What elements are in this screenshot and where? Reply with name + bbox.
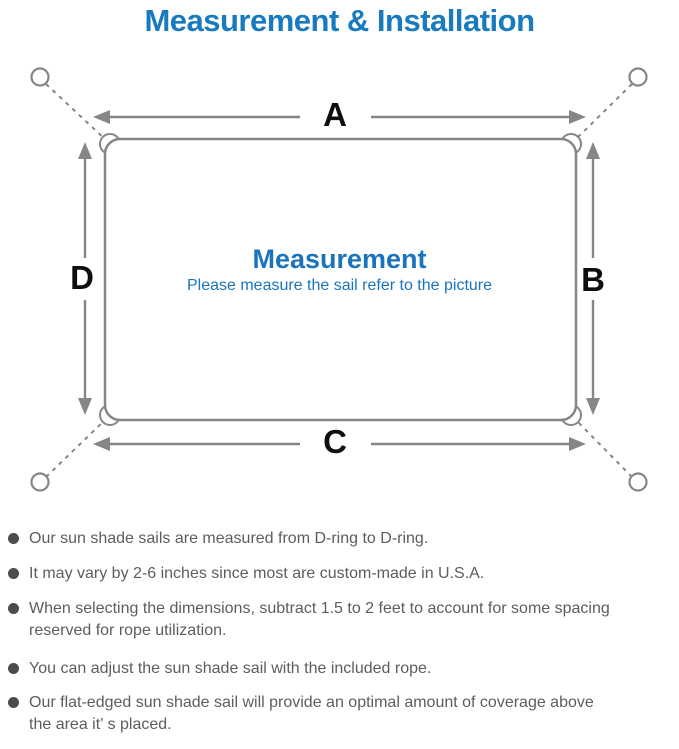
shade-sail-outline: [103, 137, 578, 422]
bullet-dot-icon: [8, 697, 19, 708]
arrowhead-b-top-icon: [586, 142, 600, 159]
list-item: Our sun shade sails are measured from D-…: [8, 528, 674, 550]
note-text: Our flat-edged sun shade sail will provi…: [29, 694, 594, 733]
dimension-label-b: B: [581, 261, 605, 298]
arrowhead-d-top-icon: [78, 142, 92, 159]
list-item: You can adjust the sun shade sail with t…: [8, 658, 674, 680]
note-text: When selecting the dimensions, subtract …: [29, 600, 610, 639]
note-text: Our sun shade sails are measured from D-…: [29, 530, 429, 547]
dimension-arrow-a: [93, 110, 586, 124]
note-text: You can adjust the sun shade sail with t…: [29, 660, 432, 677]
list-item: Our flat-edged sun shade sail will provi…: [8, 692, 674, 736]
page-title: Measurement & Installation: [144, 3, 535, 38]
bullet-dot-icon: [8, 663, 19, 674]
arrowhead-a-left-icon: [93, 110, 110, 124]
diagram-center-title: Measurement: [252, 244, 427, 274]
arrowhead-c-right-icon: [569, 437, 586, 451]
diagram-canvas: [30, 67, 648, 492]
rope-top-right: [573, 83, 633, 142]
dimension-label-d: D: [70, 259, 94, 296]
dimension-label-c: C: [323, 423, 347, 460]
rope-bottom-right: [573, 417, 633, 478]
anchor-rings: [30, 67, 648, 492]
arrowhead-c-left-icon: [93, 437, 110, 451]
measurement-diagram: A B C D Measurement Please measure the s…: [0, 60, 679, 520]
rope-bottom-left: [45, 417, 108, 478]
arrowhead-b-bottom-icon: [586, 398, 600, 415]
dimension-arrow-c: [93, 437, 586, 451]
bullet-dot-icon: [8, 603, 19, 614]
bullet-dot-icon: [8, 533, 19, 544]
anchor-ring-top-left-icon: [30, 67, 50, 87]
bullet-dot-icon: [8, 568, 19, 579]
list-item: It may vary by 2-6 inches since most are…: [8, 563, 674, 585]
dimension-arrow-b: [586, 142, 600, 415]
anchor-ring-top-right-icon: [628, 67, 648, 87]
notes-list: Our sun shade sails are measured from D-…: [8, 528, 674, 749]
arrowhead-d-bottom-icon: [78, 398, 92, 415]
anchor-ring-bottom-left-icon: [30, 472, 50, 492]
arrowhead-a-right-icon: [569, 110, 586, 124]
anchor-ring-bottom-right-icon: [628, 472, 648, 492]
list-item: When selecting the dimensions, subtract …: [8, 598, 674, 642]
diagram-center-subtitle: Please measure the sail refer to the pic…: [186, 277, 493, 294]
dimension-arrow-d: [78, 142, 92, 415]
dimension-label-a: A: [323, 96, 347, 133]
rope-top-left: [45, 83, 108, 142]
note-text: It may vary by 2-6 inches since most are…: [29, 565, 485, 582]
